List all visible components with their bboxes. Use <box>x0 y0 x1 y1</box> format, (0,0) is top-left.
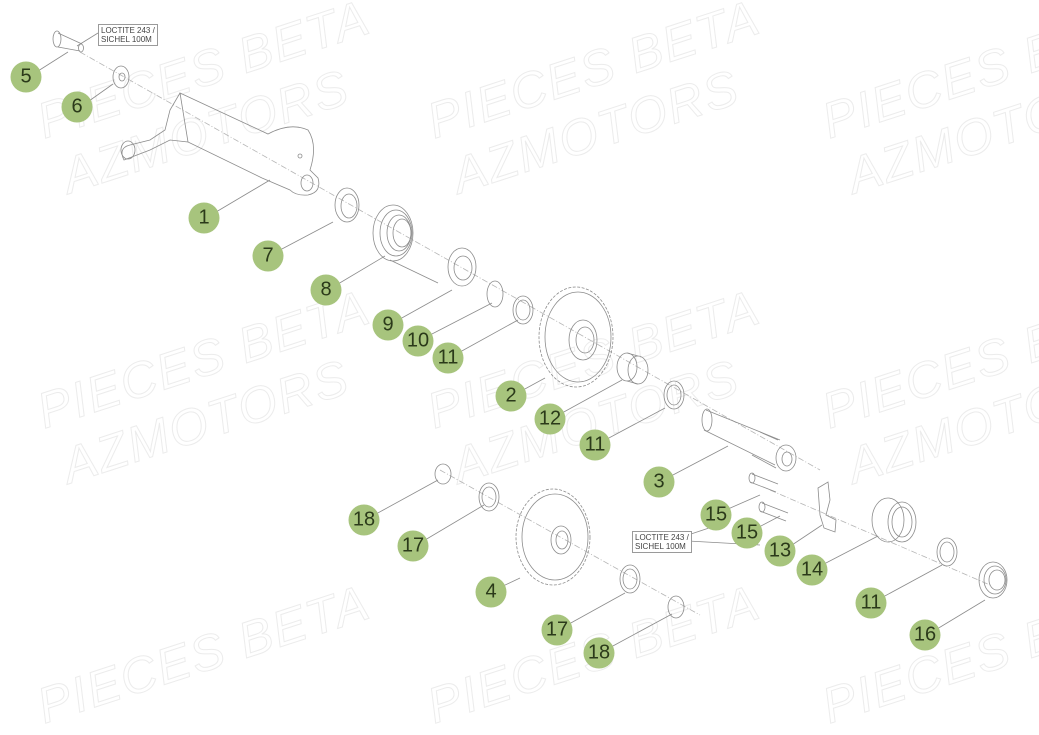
callout-badge-15[interactable]: 15 <box>731 517 763 549</box>
note-line1: LOCTITE 243 / <box>101 26 155 35</box>
part-17-washer <box>478 482 500 512</box>
callout-badge-8[interactable]: 8 <box>310 274 342 306</box>
part-9-spring-guide <box>447 247 477 287</box>
callout-badge-7[interactable]: 7 <box>252 240 284 272</box>
assembly-axis-lines <box>79 51 991 616</box>
callout-badge-16[interactable]: 16 <box>909 619 941 651</box>
note-line2: SICHEL 100M <box>635 542 686 551</box>
exploded-parts-drawing <box>37 30 1008 648</box>
part-10-circlip <box>486 280 504 308</box>
part-2-kick-gear <box>538 286 614 388</box>
callout-badge-10[interactable]: 10 <box>402 325 434 357</box>
callout-badge-3[interactable]: 3 <box>643 466 675 498</box>
callout-badge-13[interactable]: 13 <box>764 535 796 567</box>
callout-badge-15[interactable]: 15 <box>700 499 732 531</box>
callout-badge-9[interactable]: 9 <box>372 309 404 341</box>
part-15-bolt <box>758 501 789 522</box>
callout-badge-14[interactable]: 14 <box>796 554 828 586</box>
callout-badge-12[interactable]: 12 <box>534 403 566 435</box>
leader-lines <box>37 32 986 648</box>
part-12-bushing <box>616 352 649 385</box>
loctite-note: LOCTITE 243 / SICHEL 100M <box>98 24 158 46</box>
part-11-washer <box>936 537 958 567</box>
loctite-note: LOCTITE 243 / SICHEL 100M <box>632 531 692 553</box>
part-17-washer <box>619 564 641 594</box>
callout-badge-17[interactable]: 17 <box>541 614 573 646</box>
callout-badge-17[interactable]: 17 <box>397 530 429 562</box>
callout-badge-11[interactable]: 11 <box>855 587 887 619</box>
part-16-spring <box>978 561 1008 599</box>
callout-badge-2[interactable]: 2 <box>495 380 527 412</box>
part-14-ratchet-gear <box>871 497 917 543</box>
part-11-washer <box>512 295 534 325</box>
callout-badge-6[interactable]: 6 <box>61 91 93 123</box>
callout-badge-5[interactable]: 5 <box>10 61 42 93</box>
callout-badge-18[interactable]: 18 <box>583 637 615 669</box>
callout-badge-18[interactable]: 18 <box>348 504 380 536</box>
part-3-kick-shaft <box>701 408 797 472</box>
part-18-circlip <box>434 463 452 485</box>
part-13-ratchet <box>817 481 837 533</box>
callout-badge-11[interactable]: 11 <box>579 429 611 461</box>
part-5-bolt <box>52 30 84 53</box>
note-line2: SICHEL 100M <box>101 35 152 44</box>
part-8-kick-spring <box>372 204 439 284</box>
part-15-bolt <box>748 472 779 493</box>
part-4-idle-gear <box>515 488 591 586</box>
callout-badge-1[interactable]: 1 <box>188 202 220 234</box>
callout-badge-4[interactable]: 4 <box>475 576 507 608</box>
part-7-oil-seal <box>334 187 360 223</box>
callout-badge-11[interactable]: 11 <box>432 342 464 374</box>
part-18-circlip <box>667 595 685 619</box>
note-line1: LOCTITE 243 / <box>635 533 689 542</box>
part-1-kick-lever <box>120 92 320 196</box>
part-6-washer <box>112 65 130 89</box>
part-11-washer <box>663 380 685 410</box>
